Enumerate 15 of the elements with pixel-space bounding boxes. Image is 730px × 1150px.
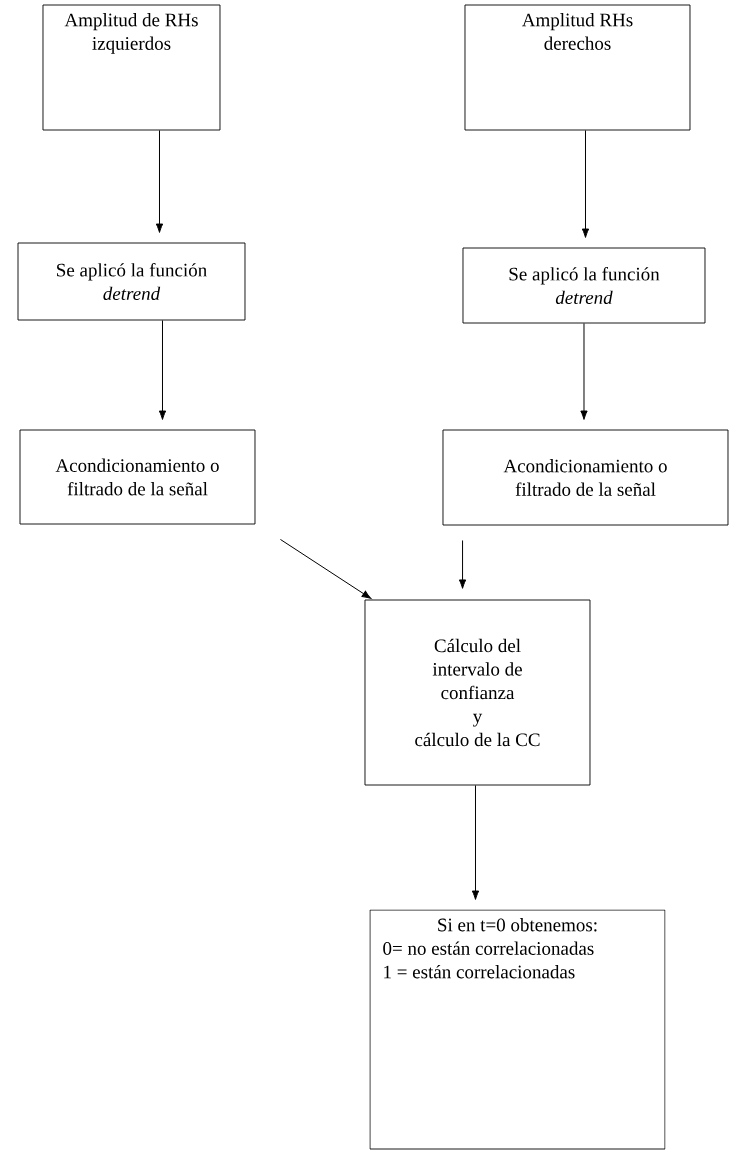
arrow xyxy=(458,539,467,589)
process-box: Se aplicó la función detrend xyxy=(462,247,706,324)
process-box: Acondicionamiento o filtrado de la señal xyxy=(442,429,729,526)
arrow xyxy=(279,538,372,599)
arrow xyxy=(471,784,480,900)
process-box: Cálculo del intervalo de confianza y cálculo de la CC xyxy=(364,599,591,786)
process-box: Amplitud de RHs izquierdos xyxy=(42,4,221,131)
process-box: Se aplicó la función detrend xyxy=(17,242,246,321)
process-box: Amplitud RHs derechos xyxy=(464,4,691,131)
arrow xyxy=(581,129,590,238)
arrow xyxy=(155,129,164,233)
arrow xyxy=(158,319,167,420)
arrow xyxy=(580,322,588,420)
process-box: Si en t=0 obtenemos: 0= no están correlacionadas 1 = están correlacionadas xyxy=(369,909,666,1150)
process-box: Acondicionamiento o filtrado de la señal xyxy=(19,429,256,525)
